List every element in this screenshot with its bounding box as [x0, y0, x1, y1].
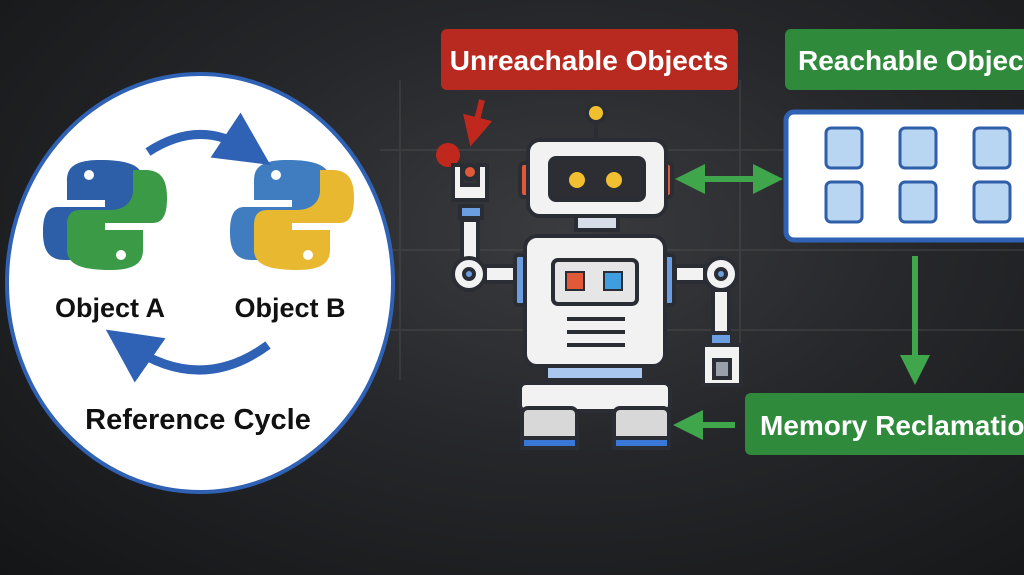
reference-cycle-panel: Object A Object B Reference Cycle: [5, 72, 395, 494]
unreachable-objects-label: Unreachable Objects: [441, 29, 738, 90]
python-logo-b-icon: [230, 160, 354, 270]
object-block-icon: [972, 126, 1012, 170]
reference-cycle-caption: Reference Cycle: [85, 404, 311, 436]
unreachable-object-dot-icon: [436, 143, 460, 167]
object-block-icon: [898, 180, 938, 224]
object-block-icon: [824, 126, 864, 170]
memory-reclamation-text: Memory Reclamation: [760, 410, 1024, 441]
reachable-objects-panel: [783, 109, 1024, 243]
object-block-icon: [898, 126, 938, 170]
cycle-arrow-bottom-icon: [105, 329, 271, 383]
cycle-arrow-top-icon: [145, 112, 271, 165]
object-a-label: Object A: [55, 293, 165, 323]
unreachable-objects-text: Unreachable Objects: [450, 45, 729, 76]
garbage-collector-robot-icon: [451, 102, 743, 450]
python-logo-a-icon: [43, 160, 167, 270]
object-block-icon: [972, 180, 1012, 224]
object-block-icon: [824, 180, 864, 224]
red-pointer-arrow-icon: [463, 99, 493, 147]
reachable-objects-label: Reachable Objects: [785, 29, 1024, 90]
memory-reclamation-label: Memory Reclamation: [745, 393, 1024, 455]
reachable-objects-text: Reachable Objects: [798, 45, 1024, 76]
object-b-label: Object B: [234, 293, 345, 323]
